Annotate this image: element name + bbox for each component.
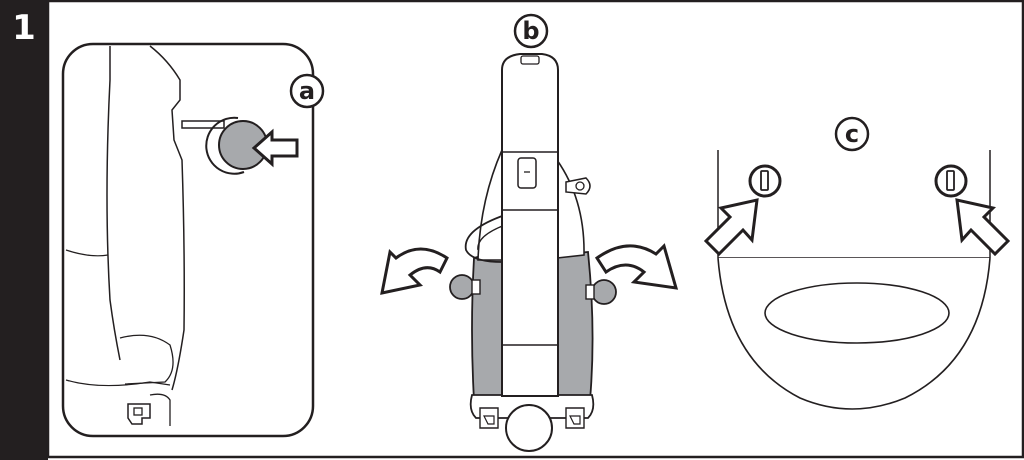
right-frame-leg [556, 251, 594, 401]
right-foot [565, 407, 585, 429]
right-clip [569, 415, 581, 425]
panel-c-detail: c [703, 116, 1011, 410]
seat-shell-left [477, 149, 503, 261]
clip-slot [133, 407, 143, 416]
step-number: 1 [12, 8, 36, 48]
left-knob [449, 274, 475, 300]
right-slot-opening [946, 170, 955, 191]
insert-left-arrow-icon [703, 198, 759, 257]
column-cap [520, 55, 540, 65]
wheel-housing [119, 334, 174, 385]
figure-border [46, 0, 1024, 459]
insert-right-arrow-icon [955, 198, 1011, 257]
axle-pin [181, 120, 225, 129]
rotate-right-arrow-icon [594, 243, 679, 290]
seat-opening [764, 282, 950, 344]
left-clip [483, 415, 495, 425]
rotate-left-arrow-icon [380, 247, 449, 295]
release-button [517, 157, 537, 189]
seat-side-edge [106, 46, 121, 361]
seat-frame-tube [149, 45, 185, 391]
left-foot [479, 407, 499, 429]
label-b-circle [513, 13, 549, 49]
label-c-circle [834, 116, 870, 152]
label-b: b [522, 17, 539, 45]
wheel-rim [205, 116, 245, 175]
step-number-band: 1 [0, 0, 48, 460]
push-arrow-icon [251, 128, 299, 168]
panel-a-frame [61, 42, 315, 438]
main-column [501, 53, 559, 397]
side-handle-hole [575, 181, 585, 191]
panel-b-detail: b [380, 13, 679, 452]
label-a-circle [289, 73, 325, 109]
label-c: c [845, 120, 859, 148]
left-frame-leg [471, 248, 503, 401]
left-knob-stem [471, 279, 481, 295]
label-a: a [299, 77, 315, 105]
carry-bar [464, 214, 506, 263]
left-slot-opening [760, 170, 769, 191]
base-foot [149, 393, 171, 426]
right-knob [591, 279, 617, 305]
seat-contour-line [65, 249, 109, 257]
panel-a-detail: a [61, 42, 325, 438]
bottom-ball [505, 404, 553, 452]
right-knob-stem [585, 284, 595, 300]
seat-shell-right [556, 159, 585, 259]
carry-bar-inner [477, 224, 506, 251]
